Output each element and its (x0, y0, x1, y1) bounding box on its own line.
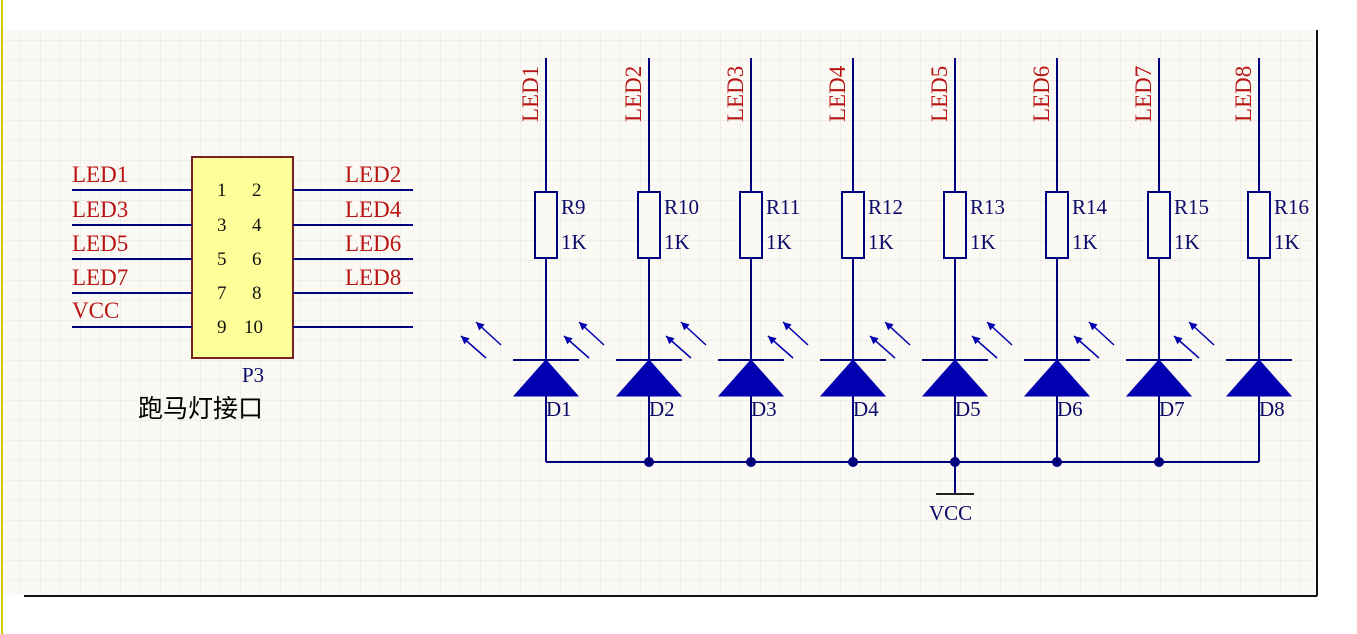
resistor-designator: R13 (970, 195, 1005, 219)
pin-number: 5 (217, 249, 227, 270)
net-label: LED8 (345, 265, 401, 290)
diode-designator: D7 (1159, 397, 1185, 421)
net-label: LED2 (345, 162, 401, 187)
net-label: LED1 (518, 66, 543, 122)
resistor-body (637, 191, 661, 259)
arrow-head (579, 322, 588, 331)
net-label: LED5 (72, 231, 128, 256)
vcc-port-label: VCC (929, 501, 972, 525)
net-label: LED7 (72, 265, 128, 290)
net-label: LED2 (621, 66, 646, 122)
connector-designator: P3 (242, 363, 264, 387)
net-label: LED4 (825, 65, 850, 122)
resistor-body (1147, 191, 1171, 259)
arrow-head (1174, 336, 1183, 345)
arrow-head (1189, 322, 1198, 331)
arrow-head (1089, 322, 1098, 331)
resistor-body (1045, 191, 1069, 259)
diode-designator: D3 (751, 397, 777, 421)
resistor-body (943, 191, 967, 259)
arrow-head (987, 322, 996, 331)
pin-number: 1 (217, 180, 227, 201)
resistor-designator: R14 (1072, 195, 1108, 219)
vcc-bus: VCC (546, 461, 1259, 525)
resistor-body (1247, 191, 1271, 259)
resistor-designator: R12 (868, 195, 903, 219)
resistor-value: 1K (1274, 230, 1300, 254)
net-label: LED6 (1029, 66, 1054, 122)
pin-number: 9 (217, 317, 227, 338)
arrow-head (972, 336, 981, 345)
resistor-value: 1K (1072, 230, 1098, 254)
connector-caption: 跑马灯接口 (138, 394, 263, 423)
resistor-value: 1K (561, 230, 587, 254)
pin-number: 2 (252, 180, 262, 201)
diode-designator: D1 (546, 397, 572, 421)
arrow-head (870, 336, 879, 345)
net-label: LED5 (927, 66, 952, 122)
diode-designator: D4 (853, 397, 879, 421)
resistor-designator: R15 (1174, 195, 1209, 219)
connector-body (191, 156, 294, 359)
resistor-value: 1K (664, 230, 690, 254)
net-label: LED4 (345, 197, 402, 222)
resistor-designator: R16 (1274, 195, 1309, 219)
net-label: LED3 (723, 66, 748, 122)
arrow-head (666, 336, 675, 345)
net-label: LED3 (72, 197, 128, 222)
resistor-value: 1K (970, 230, 996, 254)
resistor-body (739, 191, 763, 259)
diode-designator: D8 (1259, 397, 1285, 421)
resistor-value: 1K (1174, 230, 1200, 254)
resistor-designator: R9 (561, 195, 586, 219)
arrow-head (783, 322, 792, 331)
diode-designator: D6 (1057, 397, 1083, 421)
arrow-head (681, 322, 690, 331)
resistor-body (841, 191, 865, 259)
connector-p3[interactable]: LED1 LED3 LED5 LED7 VCC LED2 LED4 LED6 L… (72, 156, 413, 423)
pin-number: 8 (252, 283, 262, 304)
diode-designator: D5 (955, 397, 981, 421)
resistor-designator: R11 (766, 195, 800, 219)
arrow-head (768, 336, 777, 345)
arrow-head (564, 336, 573, 345)
arrow-head (885, 322, 894, 331)
arrow-head (1074, 336, 1083, 345)
net-label: LED8 (1231, 66, 1256, 122)
pin-number: 7 (217, 283, 227, 304)
pin-number: 10 (244, 317, 263, 338)
resistor-body (534, 191, 558, 259)
resistor-value: 1K (766, 230, 792, 254)
diode-designator: D2 (649, 397, 675, 421)
arrow-head (461, 336, 470, 345)
net-label: LED7 (1131, 66, 1156, 122)
resistor-designator: R10 (664, 195, 699, 219)
net-label: LED1 (72, 162, 128, 187)
pin-number: 3 (217, 215, 227, 236)
resistor-value: 1K (868, 230, 894, 254)
pin-number: 4 (252, 215, 262, 236)
pin-number: 6 (252, 249, 262, 270)
net-label: VCC (72, 298, 119, 323)
net-label: LED6 (345, 231, 401, 256)
arrow-head (476, 322, 485, 331)
